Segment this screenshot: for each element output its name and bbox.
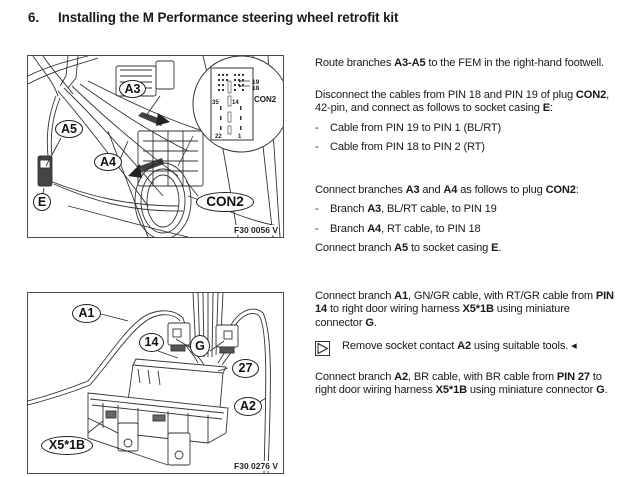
- bold-term: A4: [443, 184, 458, 196]
- text: , 42-pin, and connect as follows to sock…: [315, 89, 610, 115]
- door-harness-illustration: [28, 293, 271, 473]
- callout-g: G: [190, 335, 210, 357]
- text: to right door wiring harness: [327, 303, 463, 316]
- callout-a3: A3: [119, 80, 146, 98]
- inset-con2-label: CON2: [254, 95, 277, 104]
- note-text: Remove socket contact A2 using suitable …: [342, 340, 577, 353]
- text: Connect branch: [315, 290, 395, 302]
- callout-a5: A5: [55, 120, 83, 138]
- text: Connect branch: [315, 371, 395, 383]
- bold-term: G: [596, 384, 605, 397]
- text: Branch: [330, 203, 368, 216]
- callout-x5-1b: X5*1B: [41, 436, 93, 455]
- section-number: 6.: [28, 10, 39, 25]
- pin-label-18: 18: [252, 85, 260, 92]
- list-item: Branch A3, BL/RT cable, to PIN 19: [315, 203, 615, 217]
- text: Connect branch: [315, 242, 395, 255]
- bold-term: A3: [367, 203, 382, 216]
- pin-label-14: 14: [232, 100, 239, 106]
- instruction-connect-a2: Connect branch A2, BR cable, with BR cab…: [315, 371, 615, 398]
- note-triangle-icon: [315, 341, 330, 356]
- text: and: [419, 184, 444, 196]
- bold-term: CON2: [575, 89, 607, 101]
- text: to right door wiring harness: [315, 371, 602, 397]
- figure-fem-wiring: 19 18 35 14 22 1 CON2 A3 A5 A4 E CON2 F3…: [27, 55, 284, 238]
- callout-pin-27: 27: [232, 359, 259, 378]
- instruction-connect-a1: Connect branch A1, GN/GR cable, with RT/…: [315, 290, 615, 330]
- callout-a2: A2: [234, 397, 262, 416]
- text: Disconnect the cables from PIN 18 and PI…: [315, 89, 576, 101]
- pin-label-1: 1: [238, 134, 242, 140]
- bold-term: PIN 14: [315, 290, 614, 316]
- text: Connect branches: [315, 184, 406, 196]
- text: Remove socket contact: [342, 340, 458, 352]
- bold-term: A2: [457, 340, 471, 352]
- bold-term: PIN 27: [556, 371, 590, 383]
- callout-a4: A4: [94, 153, 122, 171]
- pin-label-35: 35: [212, 100, 219, 106]
- text: using miniature connector: [466, 384, 597, 397]
- section-title: Installing the M Performance steering wh…: [58, 10, 399, 25]
- instruction-route: Route branches A3-A5 to the FEM in the r…: [315, 57, 615, 70]
- text: to socket casing: [408, 242, 492, 255]
- text: using miniature connector: [315, 303, 570, 329]
- bold-term: A4: [367, 222, 382, 235]
- text: , BL/RT cable, to PIN 19: [381, 203, 497, 216]
- text: .: [498, 242, 502, 255]
- pin-label-22: 22: [215, 134, 222, 140]
- bold-term: G: [365, 316, 374, 329]
- bold-term: A2: [394, 371, 409, 383]
- list-item: Cable from PIN 18 to PIN 2 (RT): [315, 141, 615, 155]
- callout-pin-14: 14: [139, 333, 164, 352]
- bold-term: E: [542, 102, 551, 115]
- bold-term: A3-A5: [394, 57, 426, 69]
- text: , RT cable, to PIN 18: [381, 222, 481, 235]
- text: to the FEM in the right-hand footwell.: [425, 57, 604, 69]
- bold-term: E: [491, 242, 499, 255]
- bold-term: A1: [394, 290, 409, 302]
- section-heading: 6. Installing the M Performance steering …: [28, 10, 399, 25]
- fem-wiring-illustration: 19 18 35 14 22 1 CON2: [28, 56, 283, 237]
- figure-id: F30 0056 V: [233, 225, 279, 235]
- pin-label-19: 19: [252, 79, 260, 86]
- list-item: Cable from PIN 19 to PIN 1 (BL/RT): [315, 122, 615, 136]
- bold-term: A5: [394, 242, 409, 255]
- instruction-connect-a5: Connect branch A5 to socket casing E.: [315, 242, 615, 255]
- text: , BR cable, with BR cable from: [408, 371, 557, 383]
- callout-e: E: [33, 193, 51, 211]
- instruction-disconnect: Disconnect the cables from PIN 18 and PI…: [315, 89, 615, 155]
- con2-pin-inset: 19 18 35 14 22 1 CON2: [177, 56, 283, 167]
- bold-term: CON2: [545, 184, 576, 196]
- callout-con2: CON2: [196, 192, 254, 212]
- bold-term: X5*1B: [462, 303, 494, 316]
- text: Branch: [330, 222, 368, 235]
- text: :: [550, 102, 553, 115]
- text: using suitable tools. ◂: [470, 340, 577, 352]
- text: .: [604, 384, 608, 397]
- instruction-connect-a3-a4: Connect branches A3 and A4 as follows to…: [315, 184, 615, 256]
- text: .: [373, 316, 377, 329]
- text: :: [575, 184, 579, 196]
- bold-term: X5*1B: [435, 384, 467, 397]
- figure-door-harness: A1 14 G 27 A2 X5*1B F30 0276 V: [27, 292, 284, 474]
- figure-id: F30 0276 V: [233, 461, 279, 471]
- bold-term: A3: [405, 184, 420, 196]
- callout-a1: A1: [72, 304, 101, 323]
- list-item: Branch A4, RT cable, to PIN 18: [315, 222, 615, 237]
- text: Route branches: [315, 57, 395, 69]
- text: , GN/GR cable, with RT/GR cable from: [408, 290, 596, 302]
- text: as follows to plug: [457, 184, 546, 196]
